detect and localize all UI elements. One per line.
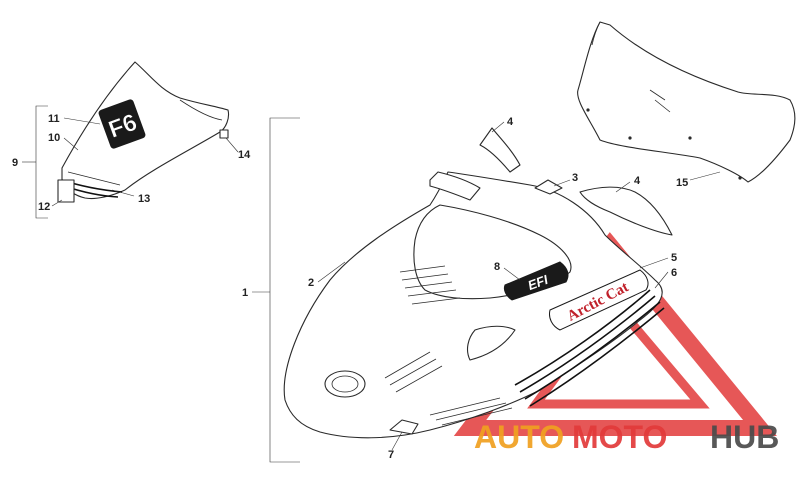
callout-4b: 4 (634, 175, 641, 187)
windshield (577, 21, 796, 183)
callout-4a: 4 (507, 116, 514, 128)
callout-5: 5 (671, 252, 677, 264)
watermark-moto: MOTO (572, 419, 667, 455)
watermark-wordmark: AUTO MOTO HUB (474, 419, 779, 455)
callout-13: 13 (138, 193, 150, 205)
efi-decal-text: EFI (526, 272, 550, 293)
callout-12: 12 (38, 201, 50, 213)
callout-7: 7 (388, 449, 394, 461)
watermark-auto: AUTO (474, 419, 564, 455)
callout-6: 6 (671, 267, 677, 279)
callout-14: 14 (238, 149, 251, 161)
callout-10: 10 (48, 132, 60, 144)
clip-part (219, 129, 229, 139)
watermark-hub: HUB (710, 419, 779, 455)
leader-lines (51, 117, 721, 451)
bracket-1 (252, 117, 300, 463)
hood: EFI Arctic Cat (283, 127, 673, 439)
callout-11: 11 (48, 113, 60, 125)
f6-decal: F6 (98, 99, 146, 149)
callout-1: 1 (242, 287, 248, 299)
efi-decal: EFI (503, 261, 569, 301)
callout-3: 3 (572, 172, 578, 184)
callout-2: 2 (308, 277, 314, 289)
callout-labels: 1 2 3 4 4 5 6 7 8 9 10 11 12 13 14 15 (12, 113, 688, 461)
nose-panel: F6 (57, 61, 230, 203)
callout-15: 15 (676, 177, 688, 189)
vent-hatching (384, 265, 513, 426)
callout-8: 8 (494, 261, 500, 273)
callout-9: 9 (12, 157, 18, 169)
bracket-9 (22, 105, 48, 219)
